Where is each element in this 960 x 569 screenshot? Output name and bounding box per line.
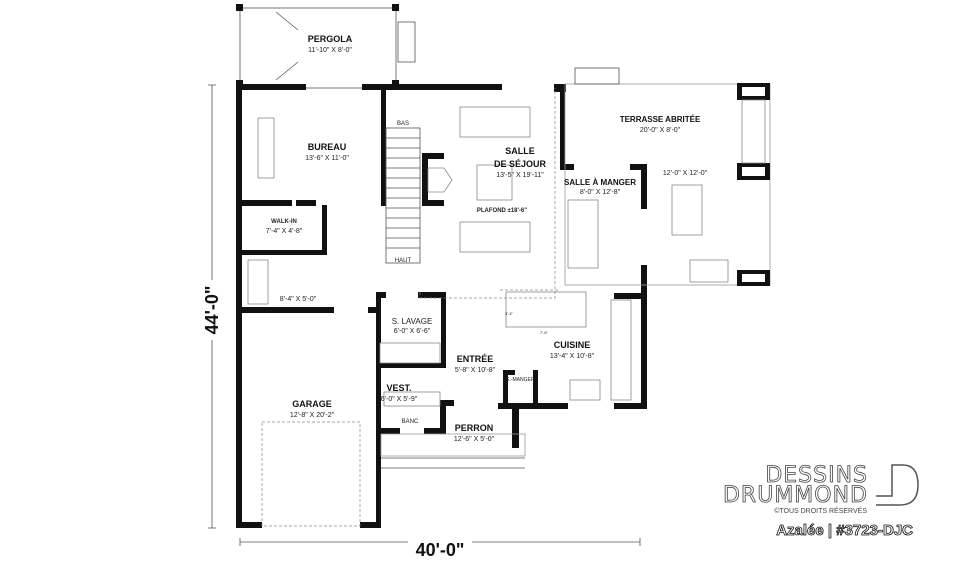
room-name-terrasse: TERRASSE ABRITÉE	[620, 115, 701, 124]
room-name-vest: VEST.	[386, 383, 411, 393]
room-dims-terrasse: 20'-0" X 8'-0"	[640, 127, 681, 134]
room-name-pergola: PERGOLA	[308, 34, 353, 44]
room-name-entree: ENTRÉE	[457, 354, 494, 364]
dimension-lines: 44'-0" 40'-0"	[195, 84, 641, 560]
fireplace	[427, 167, 453, 193]
staircase: BAS HAUT	[385, 121, 421, 264]
front-steps	[261, 421, 526, 527]
pergola-structure	[236, 4, 416, 89]
island-length: 7'-6"	[540, 330, 549, 335]
ceiling-height-note: PLAFOND ±18'-6"	[477, 208, 527, 214]
room-name-sejour-1: SALLE	[505, 146, 535, 156]
logo-line2: DRUMMOND	[723, 483, 868, 508]
room-dims-pergola: 11'-10" X 8'-0"	[308, 47, 352, 54]
room-dims-garage: 12'-8" X 20'-2"	[290, 412, 335, 419]
room-dims-sejour: 13'-5" X 19'-11"	[496, 172, 544, 179]
room-name-manger: SALLE À MANGER	[564, 178, 636, 187]
stairs-down-label: BAS	[397, 121, 409, 127]
covered-terrace	[564, 67, 771, 286]
depth-dimension: 44'-0"	[202, 286, 222, 335]
logo-mark-icon	[876, 464, 919, 506]
room-dims-entree: 5'-8" X 10'-8"	[455, 367, 496, 374]
room-name-perron: PERRON	[455, 423, 494, 433]
room-name-lavage: S. LAVAGE	[392, 317, 433, 326]
room-name-cuisine: CUISINE	[554, 340, 591, 350]
room-dims-cuisine: 13'-4" X 10'-8"	[550, 353, 595, 360]
logo-rights: ©TOUS DROITS RÉSERVÉS	[774, 506, 867, 515]
logo-line1: DESSINS	[765, 463, 868, 488]
room-name-walkin: WALK-IN	[271, 219, 297, 225]
room-dims-bureau: 13'-6" X 11'-0"	[305, 155, 349, 162]
width-dimension: 40'-0"	[416, 540, 465, 560]
room-dims-terrasse-2: 12'-0" X 12'-0"	[663, 170, 708, 177]
room-dims-walkin: 7'-4" X 4'-8"	[266, 228, 303, 235]
room-name-gmanger: G.-MANGER	[506, 377, 535, 383]
walls	[236, 84, 647, 528]
room-name-bureau: BUREAU	[308, 142, 347, 152]
company-logo: DESSINS DRUMMOND ©TOUS DROITS RÉSERVÉS A…	[723, 463, 919, 539]
room-dims-bath: 8'-4" X 5'-0"	[280, 296, 317, 303]
room-dims-vest: 6'-0" X 5'-9"	[381, 396, 418, 403]
room-name-banc: BANC	[402, 419, 419, 425]
furniture	[247, 106, 703, 407]
room-dims-manger: 8'-0" X 12'-8"	[580, 189, 621, 196]
island-depth: 3'-4"	[505, 311, 514, 316]
ceiling-line	[419, 88, 560, 299]
room-labels: PERGOLA 11'-10" X 8'-0" BUREAU 13'-6" X …	[266, 34, 708, 443]
room-name-sejour-2: DE SÉJOUR	[494, 159, 547, 169]
room-name-garage: GARAGE	[292, 399, 332, 409]
room-dims-lavage: 6'-0" X 6'-6"	[394, 328, 431, 335]
room-dims-perron: 12'-6" X 5'-0"	[454, 436, 495, 443]
stairs-up-label: HAUT	[395, 258, 412, 264]
plan-title: Azalée | #3723-DJC	[776, 522, 913, 539]
